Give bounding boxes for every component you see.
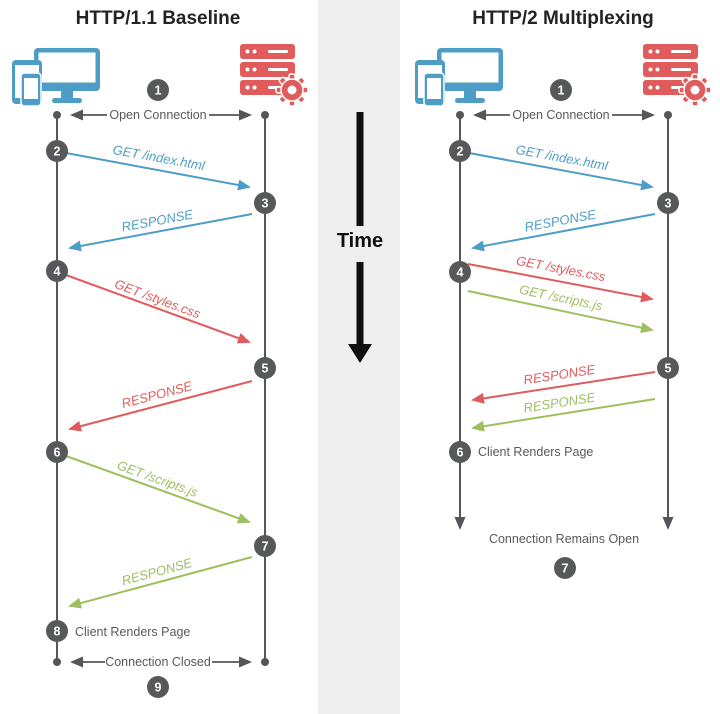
lifeline-endpoint bbox=[53, 658, 61, 666]
request-arrow bbox=[467, 263, 654, 303]
open-connection-label: Open Connection bbox=[512, 108, 609, 122]
time-arrowhead-icon bbox=[348, 344, 372, 363]
connection-closed-row: Connection Closed bbox=[70, 655, 252, 669]
lifeline-endpoint bbox=[53, 111, 61, 119]
open-connection-label: Open Connection bbox=[109, 108, 206, 122]
panel-title: HTTP/2 Multiplexing bbox=[472, 8, 654, 29]
step-marker-1: 1 bbox=[147, 79, 169, 101]
request-arrow bbox=[65, 455, 251, 524]
step-marker-6: 6 bbox=[449, 441, 471, 463]
step-marker-8: 8 bbox=[46, 620, 68, 642]
step-number: 6 bbox=[54, 446, 61, 460]
response-arrow bbox=[68, 213, 253, 252]
client-renders-label: Client Renders Page bbox=[75, 625, 190, 639]
step-number: 2 bbox=[457, 145, 464, 159]
lifeline-endpoint bbox=[261, 111, 269, 119]
open-connection-row: Open Connection bbox=[473, 108, 655, 122]
connection-remains-open-label: Connection Remains Open bbox=[489, 532, 639, 546]
step-number: 9 bbox=[155, 681, 162, 695]
request-arrow bbox=[468, 152, 654, 191]
step-number: 4 bbox=[54, 265, 61, 279]
time-axis: Time bbox=[337, 112, 383, 363]
step-marker-7: 7 bbox=[254, 535, 276, 557]
time-label: Time bbox=[337, 230, 383, 252]
step-marker-4: 4 bbox=[449, 261, 471, 283]
client-renders-label: Client Renders Page bbox=[478, 445, 593, 459]
step-number: 7 bbox=[562, 562, 569, 576]
response-arrow bbox=[471, 371, 656, 404]
lifeline-endpoint bbox=[261, 658, 269, 666]
step-marker-3: 3 bbox=[657, 192, 679, 214]
request-arrow bbox=[467, 290, 654, 334]
panel-title: HTTP/1.1 Baseline bbox=[76, 8, 241, 29]
step-number: 8 bbox=[54, 625, 61, 639]
request-arrow bbox=[65, 274, 251, 344]
step-marker-4: 4 bbox=[46, 260, 68, 282]
step-number: 7 bbox=[262, 540, 269, 554]
step-marker-7: 7 bbox=[554, 557, 576, 579]
step-marker-6: 6 bbox=[46, 441, 68, 463]
open-connection-row: Open Connection bbox=[70, 108, 252, 122]
response-arrow bbox=[68, 380, 253, 432]
step-number: 1 bbox=[155, 84, 162, 98]
step-marker-5: 5 bbox=[254, 357, 276, 379]
response-arrow bbox=[68, 556, 253, 609]
step-marker-2: 2 bbox=[449, 140, 471, 162]
http2-panel: HTTP/2 Multiplexing Open Connection GET … bbox=[414, 8, 712, 579]
step-marker-2: 2 bbox=[46, 140, 68, 162]
step-number: 6 bbox=[457, 446, 464, 460]
step-marker-5: 5 bbox=[657, 357, 679, 379]
connection-closed-label: Connection Closed bbox=[105, 655, 211, 669]
step-number: 5 bbox=[665, 362, 672, 376]
step-number: 2 bbox=[54, 145, 61, 159]
response-arrow bbox=[471, 398, 656, 432]
request-arrow bbox=[65, 152, 251, 191]
step-number: 3 bbox=[665, 197, 672, 211]
response-arrow bbox=[471, 213, 656, 252]
step-number: 4 bbox=[457, 266, 464, 280]
step-marker-3: 3 bbox=[254, 192, 276, 214]
step-marker-1: 1 bbox=[550, 79, 572, 101]
step-number: 5 bbox=[262, 362, 269, 376]
step-number: 3 bbox=[262, 197, 269, 211]
lifeline-endpoint bbox=[456, 111, 464, 119]
step-marker-9: 9 bbox=[147, 676, 169, 698]
step-number: 1 bbox=[558, 84, 565, 98]
lifeline-endpoint bbox=[664, 111, 672, 119]
